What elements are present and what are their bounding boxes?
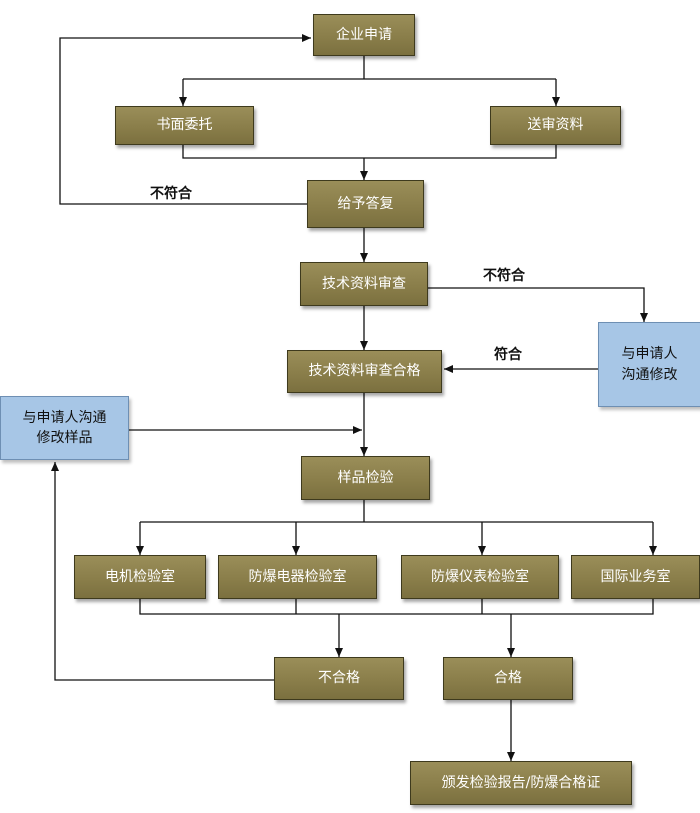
node-lab-explosion-proof-instrument: 防爆仪表检验室 xyxy=(401,555,559,599)
edge-reply-back-to-apply xyxy=(59,34,311,205)
node-fail: 不合格 xyxy=(274,657,404,700)
node-written-entrust: 书面委托 xyxy=(115,106,254,145)
edge-apply-split xyxy=(183,56,556,80)
edge-label-reply-not-conform: 不符合 xyxy=(150,186,192,202)
node-communicate-applicant-samples: 与申请人沟通 修改样品 xyxy=(0,396,129,460)
node-submit-docs: 送审资料 xyxy=(490,106,621,145)
edge-sample-test-split xyxy=(140,500,653,523)
edge-label-review-not-conform: 不符合 xyxy=(483,268,525,284)
node-sample-test: 样品检验 xyxy=(301,456,430,500)
node-doc-review: 技术资料审查 xyxy=(300,262,428,306)
node-doc-review-pass: 技术资料审查合格 xyxy=(287,350,442,393)
node-apply: 企业申请 xyxy=(313,14,415,56)
edge-label-conform: 符合 xyxy=(494,347,522,363)
node-lab-motor: 电机检验室 xyxy=(74,555,206,599)
edge-fail-to-sample-communicate xyxy=(51,462,274,681)
node-lab-international: 国际业务室 xyxy=(571,555,700,599)
node-lab-explosion-proof-electrical: 防爆电器检验室 xyxy=(218,555,377,599)
node-communicate-applicant-docs: 与申请人 沟通修改 xyxy=(598,322,700,407)
edge-labs-merge xyxy=(139,599,654,615)
node-pass: 合格 xyxy=(443,657,573,700)
edge-review-to-communicate xyxy=(428,287,648,322)
node-reply: 给予答复 xyxy=(307,180,424,228)
node-issue-certificate: 颁发检验报告/防爆合格证 xyxy=(410,761,632,805)
edge-merge-reply xyxy=(182,145,557,180)
